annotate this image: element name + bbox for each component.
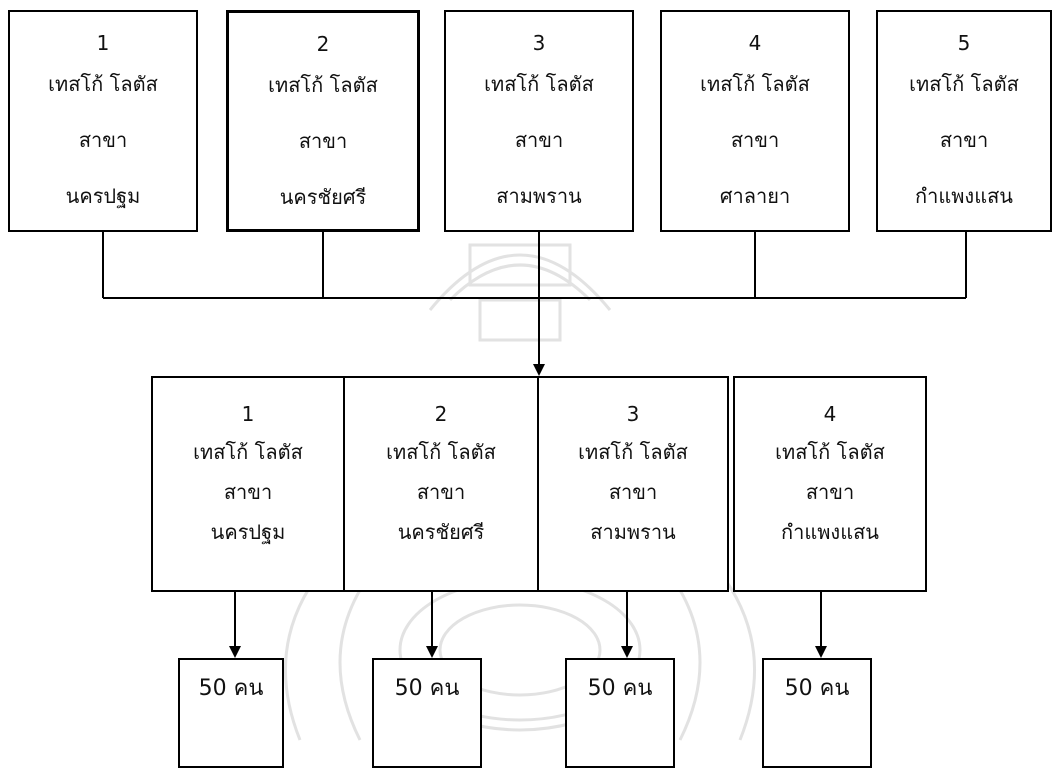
selected-number: 1 <box>241 402 255 426</box>
arrowhead-sample-1 <box>229 646 241 658</box>
branch-number: 1 <box>96 31 110 55</box>
branch-name: กำแพงแสน <box>915 184 1013 208</box>
selected-number: 3 <box>626 402 640 426</box>
branch-name: นครปฐม <box>65 184 141 208</box>
selected-brand: เทสโก้ โลตัส <box>193 440 303 464</box>
branch-name: ศาลายา <box>719 184 791 208</box>
sample-box-2: 50 คน <box>372 658 482 768</box>
branch-brand: เทสโก้ โลตัส <box>268 73 378 97</box>
branch-brand: เทสโก้ โลตัส <box>48 72 158 96</box>
sample-size: 50 คน <box>198 676 264 701</box>
selected-brand: เทสโก้ โลตัส <box>578 440 688 464</box>
arrowhead-selected <box>533 364 545 376</box>
sample-box-3: 50 คน <box>565 658 675 768</box>
branch-word: สาขา <box>514 128 564 152</box>
branch-number: 3 <box>532 31 546 55</box>
branch-number: 5 <box>957 31 971 55</box>
branch-brand: เทสโก้ โลตัส <box>484 72 594 96</box>
selected-name: สามพราน <box>590 520 676 544</box>
selected-brand: เทสโก้ โลตัส <box>775 440 885 464</box>
selected-box-1: 1 เทสโก้ โลตัส สาขา นครปฐม <box>151 376 345 592</box>
sample-box-4: 50 คน <box>762 658 872 768</box>
sample-box-1: 50 คน <box>178 658 284 768</box>
arrowhead-sample-4 <box>815 646 827 658</box>
selected-word: สาขา <box>805 480 855 504</box>
selected-word: สาขา <box>223 480 273 504</box>
branch-name: นครชัยศรี <box>279 185 367 209</box>
selected-word: สาขา <box>608 480 658 504</box>
branch-word: สาขา <box>298 129 348 153</box>
selected-box-4: 4 เทสโก้ โลตัส สาขา กำแพงแสน <box>733 376 927 592</box>
selected-word: สาขา <box>416 480 466 504</box>
branch-box-3: 3 เทสโก้ โลตัส สาขา สามพราน <box>444 10 634 232</box>
sample-size: 50 คน <box>784 676 850 701</box>
branch-word: สาขา <box>78 128 128 152</box>
selected-number: 2 <box>434 402 448 426</box>
branch-number: 2 <box>316 32 330 56</box>
selected-number: 4 <box>823 402 837 426</box>
branch-word: สาขา <box>730 128 780 152</box>
branch-name: สามพราน <box>496 184 582 208</box>
branch-number: 4 <box>748 31 762 55</box>
sample-size: 50 คน <box>587 676 653 701</box>
arrowhead-sample-2 <box>426 646 438 658</box>
branch-brand: เทสโก้ โลตัส <box>700 72 810 96</box>
selected-name: นครปฐม <box>210 520 286 544</box>
selected-box-3: 3 เทสโก้ โลตัส สาขา สามพราน <box>537 376 729 592</box>
branch-box-2: 2 เทสโก้ โลตัส สาขา นครชัยศรี <box>226 10 420 232</box>
selected-name: นครชัยศรี <box>397 520 485 544</box>
branch-box-5: 5 เทสโก้ โลตัส สาขา กำแพงแสน <box>876 10 1052 232</box>
branch-box-1: 1 เทสโก้ โลตัส สาขา นครปฐม <box>8 10 198 232</box>
arrowhead-sample-3 <box>621 646 633 658</box>
branch-word: สาขา <box>939 128 989 152</box>
sample-size: 50 คน <box>394 676 460 701</box>
selected-brand: เทสโก้ โลตัส <box>386 440 496 464</box>
branch-brand: เทสโก้ โลตัส <box>909 72 1019 96</box>
branch-box-4: 4 เทสโก้ โลตัส สาขา ศาลายา <box>660 10 850 232</box>
selected-name: กำแพงแสน <box>781 520 879 544</box>
selected-box-2: 2 เทสโก้ โลตัส สาขา นครชัยศรี <box>343 376 539 592</box>
